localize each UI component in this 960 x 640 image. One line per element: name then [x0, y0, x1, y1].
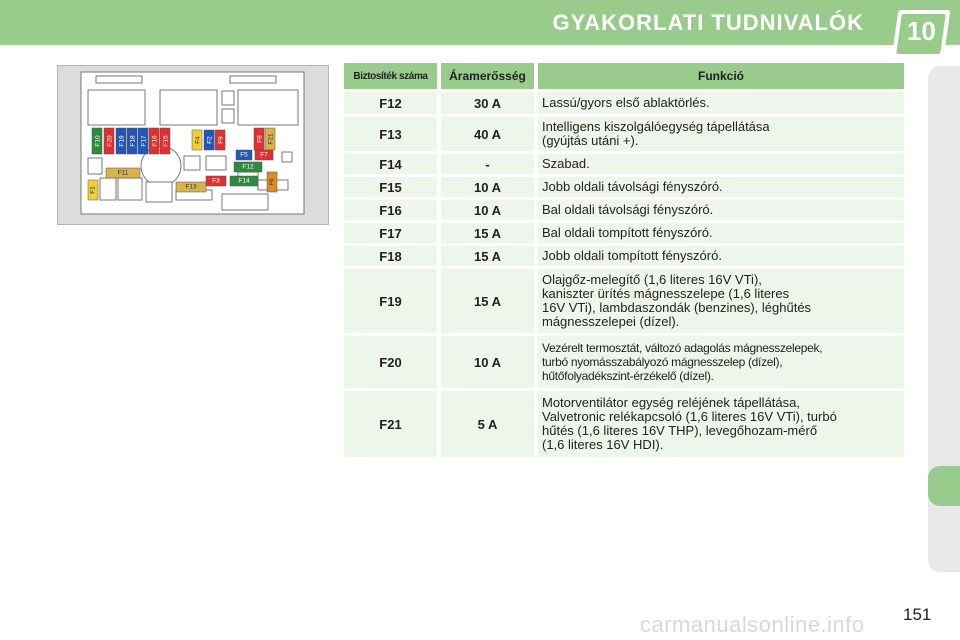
fuse-amperage: 10 A: [441, 200, 534, 220]
fuse-label: F3: [212, 178, 220, 185]
table-header-row: Biztosíték száma Áramerősség Funkció: [344, 63, 904, 89]
header-fuse-number: Biztosíték száma: [344, 63, 437, 89]
fuse-label: F15: [163, 135, 170, 147]
fuse-number: F18: [344, 246, 437, 266]
fuse-number: F12: [344, 92, 437, 114]
fuse-label: F11: [118, 170, 129, 177]
page-title: GYAKORLATI TUDNIVALÓK: [552, 10, 864, 35]
fuse-function: Intelligens kiszolgálóegység tápellátása…: [538, 117, 904, 151]
table-row: F15 10 A Jobb oldali távolsági fényszóró…: [344, 177, 904, 197]
fuse-label: F16: [152, 135, 159, 147]
fuse-amperage: 30 A: [441, 92, 534, 114]
fuse-label: F13: [185, 184, 197, 191]
fuse-number: F16: [344, 200, 437, 220]
fuse-amperage: 10 A: [441, 177, 534, 197]
fuse-label: F1: [90, 186, 97, 194]
watermark: carmanualsonline.info: [640, 612, 865, 637]
table-row: F16 10 A Bal oldali távolsági fényszóró.: [344, 200, 904, 220]
table-row: F18 15 A Jobb oldali tompított fényszóró…: [344, 246, 904, 266]
page-number: 151: [903, 605, 932, 624]
fuse-amperage: 5 A: [441, 391, 534, 457]
table-row: F13 40 A Intelligens kiszolgálóegység tá…: [344, 117, 904, 151]
fuse-function: Lassú/gyors első ablaktörlés.: [538, 92, 904, 114]
fuse-amperage: 40 A: [441, 117, 534, 151]
fuse-label: F8: [257, 135, 264, 143]
table-row: F21 5 A Motorventilátor egység reléjének…: [344, 391, 904, 457]
table-row: F12 30 A Lassú/gyors első ablaktörlés.: [344, 92, 904, 114]
fuse-label: F18: [130, 135, 137, 147]
fuse-label: F19: [119, 135, 126, 147]
side-tab-active[interactable]: [928, 466, 960, 506]
fuse-label: F20: [107, 135, 114, 147]
fuse-number: F21: [344, 391, 437, 457]
fuse-amperage: -: [441, 154, 534, 174]
fuse-label: F4: [195, 136, 202, 144]
fuse-table: Biztosíték száma Áramerősség Funkció F12…: [344, 63, 904, 460]
table-row: F14 - Szabad.: [344, 154, 904, 174]
table-row: F17 15 A Bal oldali tompított fényszóró.: [344, 223, 904, 243]
fuse-label: F17: [141, 135, 148, 147]
fuse-number: F14: [344, 154, 437, 174]
fuse-label: F2: [207, 136, 214, 144]
fuse-function: Szabad.: [538, 154, 904, 174]
fuse-number: F20: [344, 336, 437, 388]
fuse-label: F6: [270, 178, 276, 186]
table-row: F20 10 A Vezérelt termosztát, változó ad…: [344, 336, 904, 388]
fuse-number: F17: [344, 223, 437, 243]
fuse-function: Jobb oldali tompított fényszóró.: [538, 246, 904, 266]
table-row: F19 15 A Olajgőz-melegítő (1,6 literes 1…: [344, 269, 904, 333]
fuse-amperage: 15 A: [441, 246, 534, 266]
fuse-label: F7: [260, 152, 268, 159]
header-function: Funkció: [538, 63, 904, 89]
fuse-function: Motorventilátor egység reléjének tápellá…: [538, 391, 904, 457]
fuse-box-diagram: F10 F20 F19 F18 F17 F16 F15 F4 F2 F9 F8 …: [57, 65, 329, 225]
fuse-amperage: 15 A: [441, 223, 534, 243]
header-bar: GYAKORLATI TUDNIVALÓK: [0, 0, 960, 45]
fuse-function: Bal oldali távolsági fényszóró.: [538, 200, 904, 220]
fuse-number: F15: [344, 177, 437, 197]
fuse-number: F19: [344, 269, 437, 333]
fuse-amperage: 15 A: [441, 269, 534, 333]
fuse-label: F5: [240, 152, 248, 159]
fuse-label: F9: [218, 136, 225, 144]
chapter-badge: 10: [891, 10, 951, 58]
fuse-label: F21: [268, 133, 275, 145]
fuse-function: Olajgőz-melegítő (1,6 literes 16V VTi), …: [538, 269, 904, 333]
fuse-amperage: 10 A: [441, 336, 534, 388]
fuse-label: F10: [95, 135, 102, 147]
fuse-label: F14: [238, 178, 250, 185]
fuse-function: Jobb oldali távolsági fényszóró.: [538, 177, 904, 197]
chapter-number: 10: [906, 16, 936, 46]
header-amperage: Áramerősség: [441, 63, 534, 89]
fuse-number: F13: [344, 117, 437, 151]
fuse-function: Vezérelt termosztát, változó adagolás má…: [538, 336, 904, 388]
fuse-function: Bal oldali tompított fényszóró.: [538, 223, 904, 243]
fuse-label: F12: [242, 164, 254, 171]
